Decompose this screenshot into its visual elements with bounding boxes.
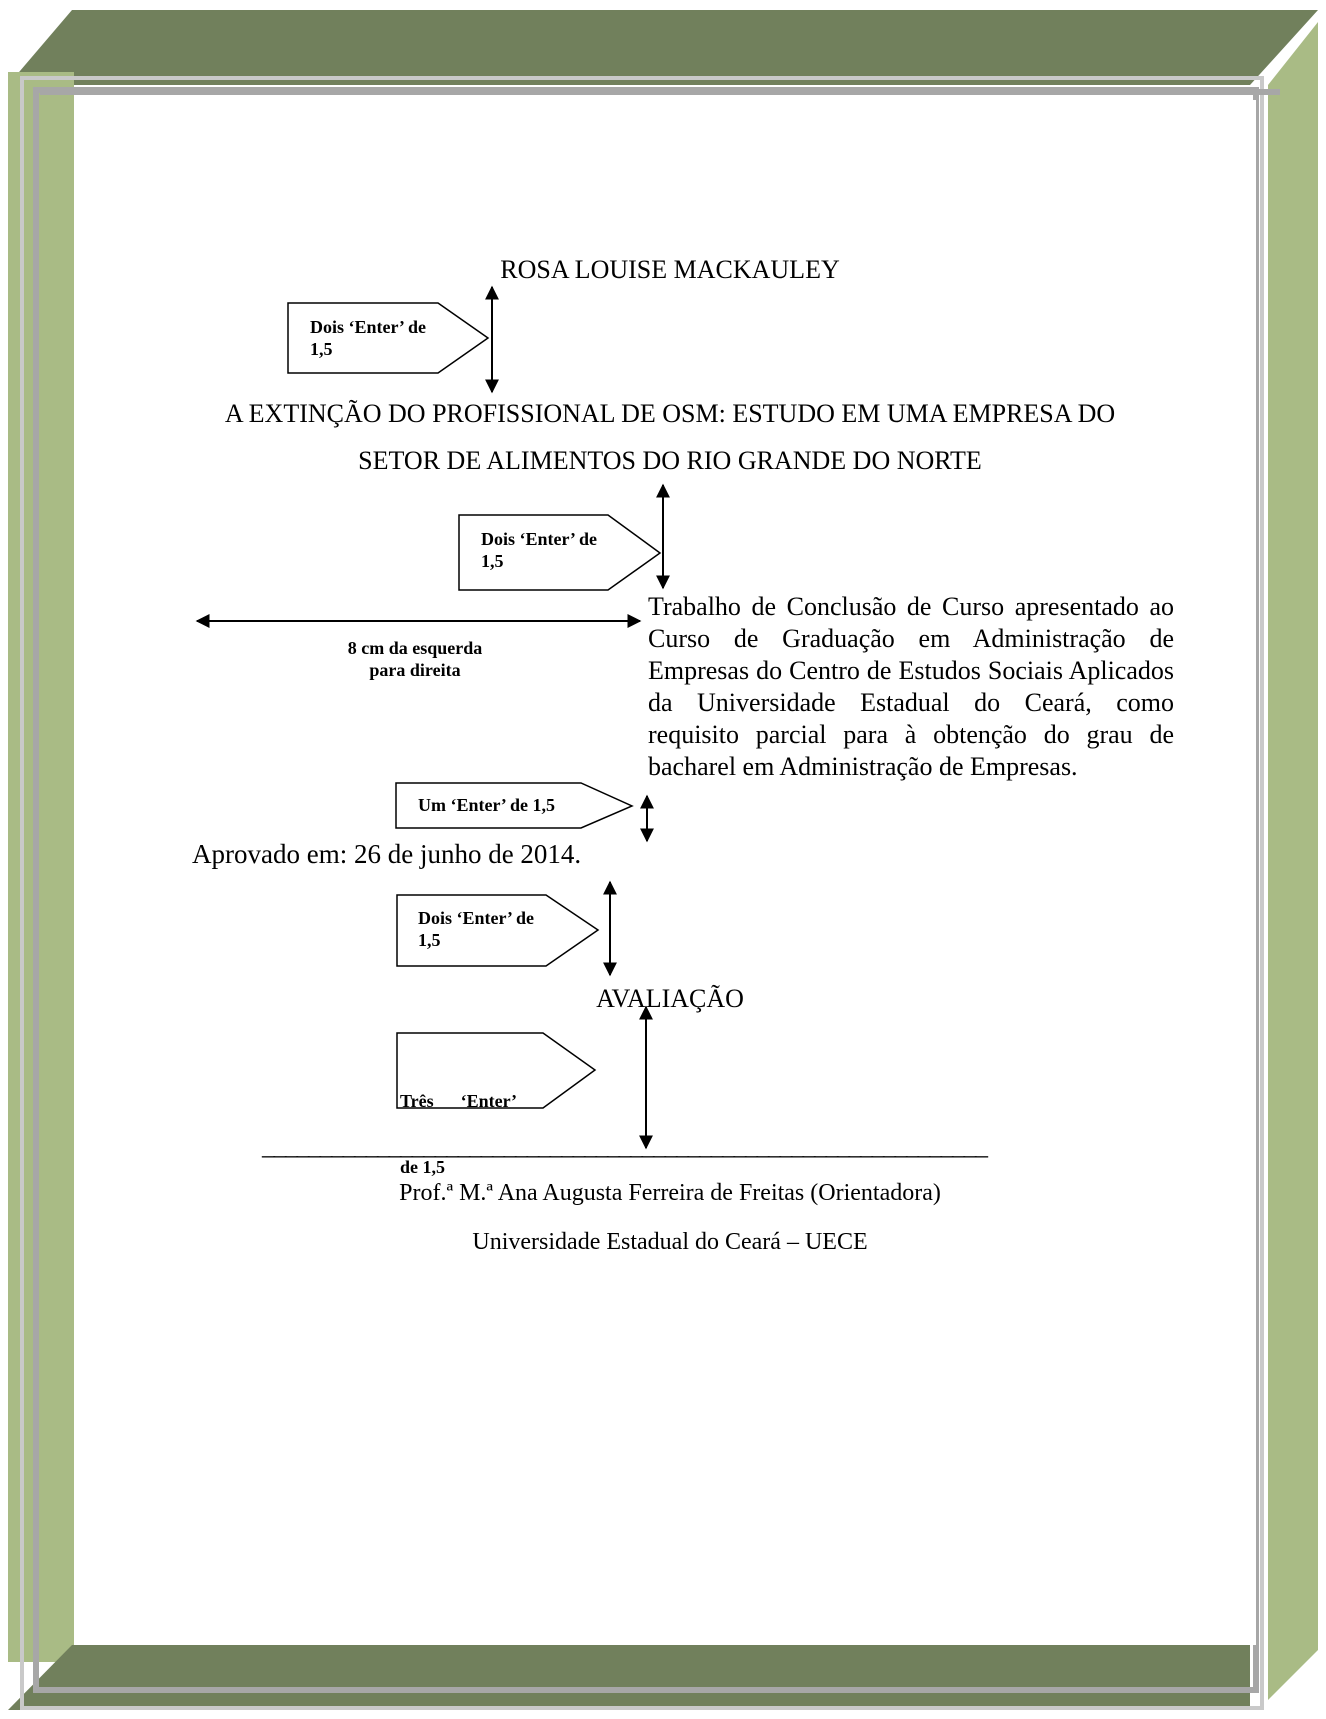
callout-4-line1: Dois ‘Enter’ de: [418, 908, 534, 928]
callout-shape-3: [395, 782, 634, 829]
title-line-2: SETOR DE ALIMENTOS DO RIO GRANDE DO NORT…: [358, 446, 982, 475]
frame-page: [76, 100, 1256, 1645]
title-line-1: A EXTINÇÃO DO PROFISSIONAL DE OSM: ESTUD…: [224, 399, 1116, 428]
approval-date: Aprovado em: 26 de junho de 2014.: [192, 839, 582, 869]
frame-top-bar: [8, 10, 1318, 85]
frame-gray-border-outer: [20, 76, 1264, 1710]
frame-right-panel: [1268, 22, 1318, 1700]
callout-shape-1: [287, 302, 490, 374]
callout-4-line2: 1,5: [418, 930, 441, 950]
callout-4: Dois ‘Enter’ de 1,5: [418, 907, 534, 951]
frame-left-panel: [8, 72, 74, 1662]
frame-bottom-bar: [8, 1645, 1250, 1710]
abstract-paragraph: Trabalho de Conclusão de Curso apresenta…: [648, 592, 1174, 781]
advisor-name: Prof.ª M.ª Ana Augusta Ferreira de Freit…: [399, 1180, 941, 1206]
callout-3-line1: Um ‘Enter’ de 1,5: [418, 795, 555, 815]
margin-note: 8 cm da esquerda para direita: [315, 637, 515, 681]
callout-shape-4: [396, 894, 600, 967]
signature-line: ________________________________________…: [262, 1131, 988, 1160]
callout-1-line2: 1,5: [310, 339, 333, 359]
callout-1-line1: Dois ‘Enter’ de: [310, 317, 426, 337]
callout-5: Três ‘Enter’ de 1,5: [400, 1046, 517, 1200]
margin-note-line1: 8 cm da esquerda: [347, 638, 483, 658]
advisor-institution: Universidade Estadual do Ceará – UECE: [472, 1229, 868, 1255]
callout-shape-2: [458, 514, 662, 591]
callout-2-line1: Dois ‘Enter’ de: [481, 529, 597, 549]
callout-2-line2: 1,5: [481, 551, 504, 571]
author-name: ROSA LOUISE MACKAULEY: [500, 255, 840, 284]
callout-5-line1: Três ‘Enter’: [400, 1091, 517, 1111]
callout-5-line2: de 1,5: [400, 1157, 445, 1177]
margin-note-line2: para direita: [369, 660, 461, 680]
callout-1: Dois ‘Enter’ de 1,5: [310, 316, 426, 360]
callout-3: Um ‘Enter’ de 1,5: [418, 794, 555, 816]
evaluation-heading: AVALIAÇÃO: [596, 984, 744, 1013]
callout-shape-5: [396, 1032, 597, 1109]
callout-2: Dois ‘Enter’ de 1,5: [481, 528, 597, 572]
